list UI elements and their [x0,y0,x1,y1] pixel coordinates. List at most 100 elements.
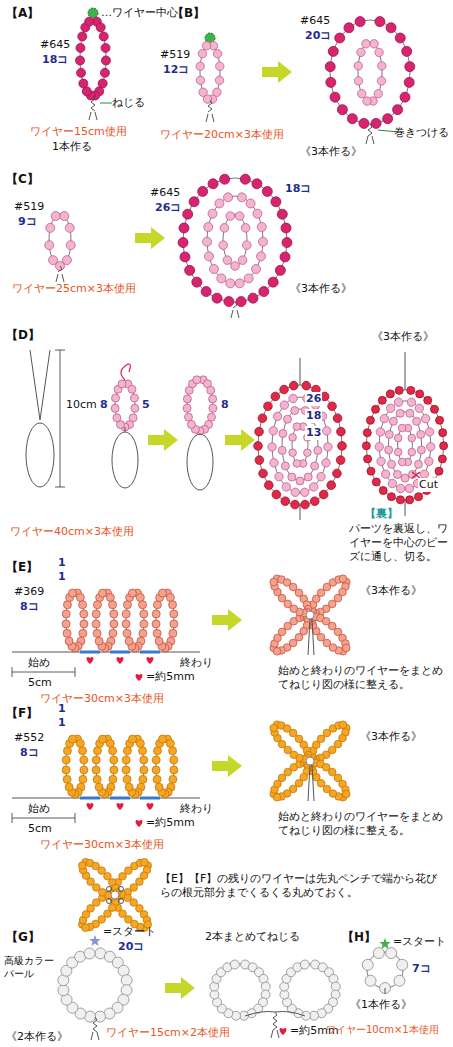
wire [89,112,91,120]
bead [76,43,85,52]
heart-mark [136,820,143,827]
bead [281,462,289,470]
bead [336,456,345,465]
bead [427,443,435,451]
wire [366,136,368,144]
bead [45,241,54,250]
bead [69,589,77,597]
bead [271,392,280,401]
bead [395,33,405,43]
bead [354,62,362,70]
wrap-arrow [121,364,130,380]
bead [129,735,137,743]
bead [372,478,380,486]
bead [92,756,100,764]
bead [366,416,374,424]
wire-note: ワイヤー15cm×2本使用 [106,1026,230,1040]
wire-loop [156,592,174,648]
bead [100,68,109,77]
bead [51,212,60,221]
bead [69,735,77,743]
bead [415,404,423,412]
bead [201,287,211,297]
bead [304,473,312,481]
wire-note: ワイヤー30cm×3本使用 [40,838,164,852]
bead [317,735,325,743]
step-arrow [148,429,178,451]
bead [204,252,213,261]
bead [430,405,438,413]
wire-loop [26,423,54,487]
bead [393,470,401,478]
wire-loop [269,720,313,764]
bead [337,105,347,115]
bead [380,983,391,994]
wire-loop [307,574,351,618]
bead [78,862,86,870]
bead [396,496,404,504]
wire [237,310,239,318]
bead [324,443,332,451]
note-text: 《3本作る》 [300,145,362,159]
bead [80,620,88,628]
wire-loop [258,385,342,505]
bead [375,48,383,56]
bead [291,488,299,496]
bead [77,68,86,77]
bead-count: 5 [142,398,150,412]
bead [123,775,131,783]
bead [328,768,336,776]
note-text: 10cm [66,398,97,412]
heart-mark [117,657,124,664]
bead [63,775,71,783]
note-text: #552 [14,731,44,745]
bead [140,620,148,628]
bead [375,443,383,451]
bead [131,404,139,412]
bead [269,427,277,435]
bead [252,265,261,274]
bead [314,446,322,454]
step-arrow [212,755,242,777]
bead [380,414,388,422]
bead [153,747,161,755]
bead-count: 12コ [163,63,189,77]
dimension-line [60,350,61,487]
bead [136,594,144,602]
curled-wire [119,887,124,892]
bead [355,17,365,27]
bead [335,33,345,43]
note-text: #645 [300,14,330,28]
bead [123,747,131,755]
bead [46,223,55,232]
bead [192,277,202,287]
bead [278,774,286,782]
bead [130,899,138,907]
bead [76,56,85,65]
wire-loop [269,758,313,802]
bead [136,740,144,748]
bead [284,600,292,608]
note-text: 《1本作る》 [350,998,412,1012]
bead [96,23,105,32]
bead [415,493,423,501]
bead [397,959,408,970]
twisted-wire [58,266,62,272]
wire [62,274,64,282]
wire [212,114,214,122]
heart-mark [147,803,154,810]
twist-mark [110,651,130,654]
bead [122,756,130,764]
wire-note: ワイヤー15cm使用 [30,125,127,139]
bead [385,430,393,438]
bead [255,427,264,436]
bead [328,622,336,630]
bead [140,756,148,764]
bead [169,747,177,755]
bead [273,794,281,802]
wire [206,114,208,122]
bead [374,90,382,98]
bead [258,237,267,246]
wire [385,988,386,994]
bead [264,402,273,411]
